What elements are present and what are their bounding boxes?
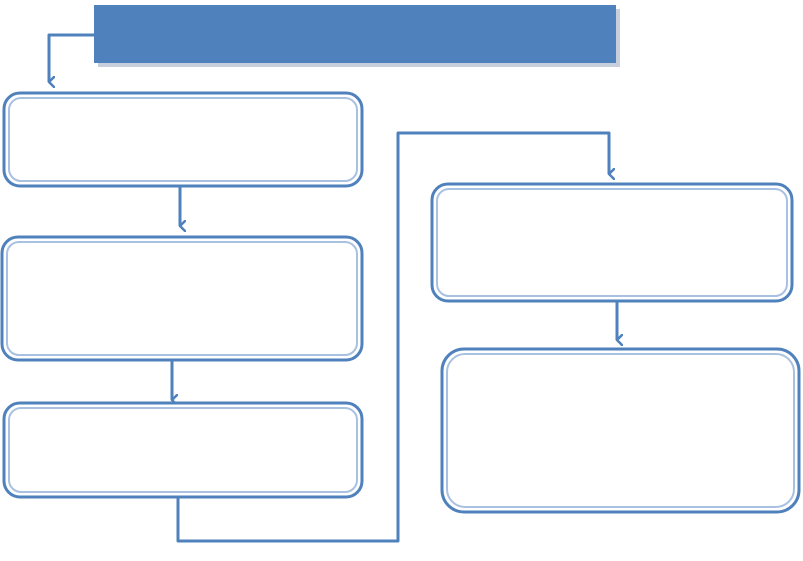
flow-box-4 [430, 182, 794, 303]
header-box [94, 5, 616, 63]
flow-box-2 [0, 235, 364, 362]
flow-box-3 [2, 401, 364, 499]
connector-header-to-box-1 [47, 33, 94, 82]
flow-box-1 [2, 91, 364, 188]
connector-box-3-to-box-4 [176, 131, 609, 543]
flow-box-5 [440, 347, 801, 514]
connectors [47, 33, 617, 543]
